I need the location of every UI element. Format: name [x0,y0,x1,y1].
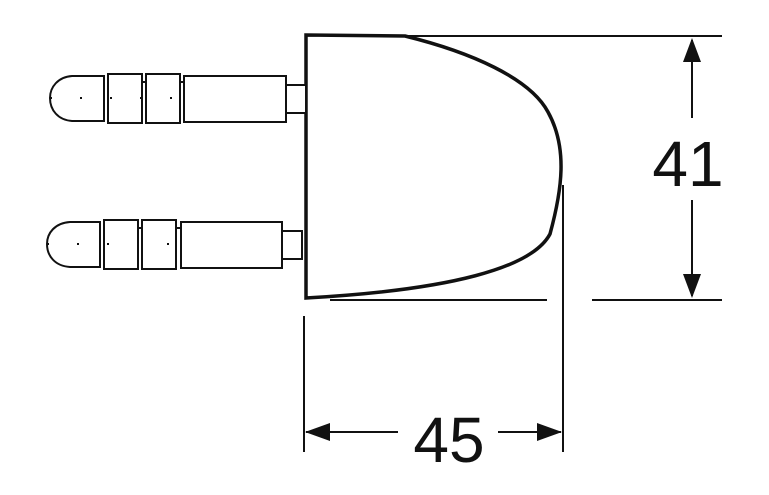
extension-lines [303,35,722,452]
width-dimension: 45 [305,404,562,476]
height-dimension: 41 [652,38,724,298]
height-dimension-label: 41 [652,128,723,200]
height-arrow-top [683,38,701,62]
height-arrow-bottom [683,274,701,298]
lower-pin [45,219,303,270]
lower-pin-segment-2 [103,219,139,270]
upper-pin-segment-2 [107,73,143,124]
width-arrow-left [305,423,330,441]
upper-pin-tip [48,75,105,122]
lower-pin-segment-1 [141,219,177,270]
upper-pin [48,73,307,124]
plug-body [304,33,563,300]
lower-pin-tip [45,221,101,268]
upper-pin-shank [183,75,287,123]
lower-pin-shank [180,221,283,269]
lower-pin-collar [281,230,303,260]
width-dimension-label: 45 [413,404,484,476]
width-arrow-right [537,423,562,441]
upper-pin-segment-1 [145,73,181,124]
upper-pin-collar [285,84,307,114]
